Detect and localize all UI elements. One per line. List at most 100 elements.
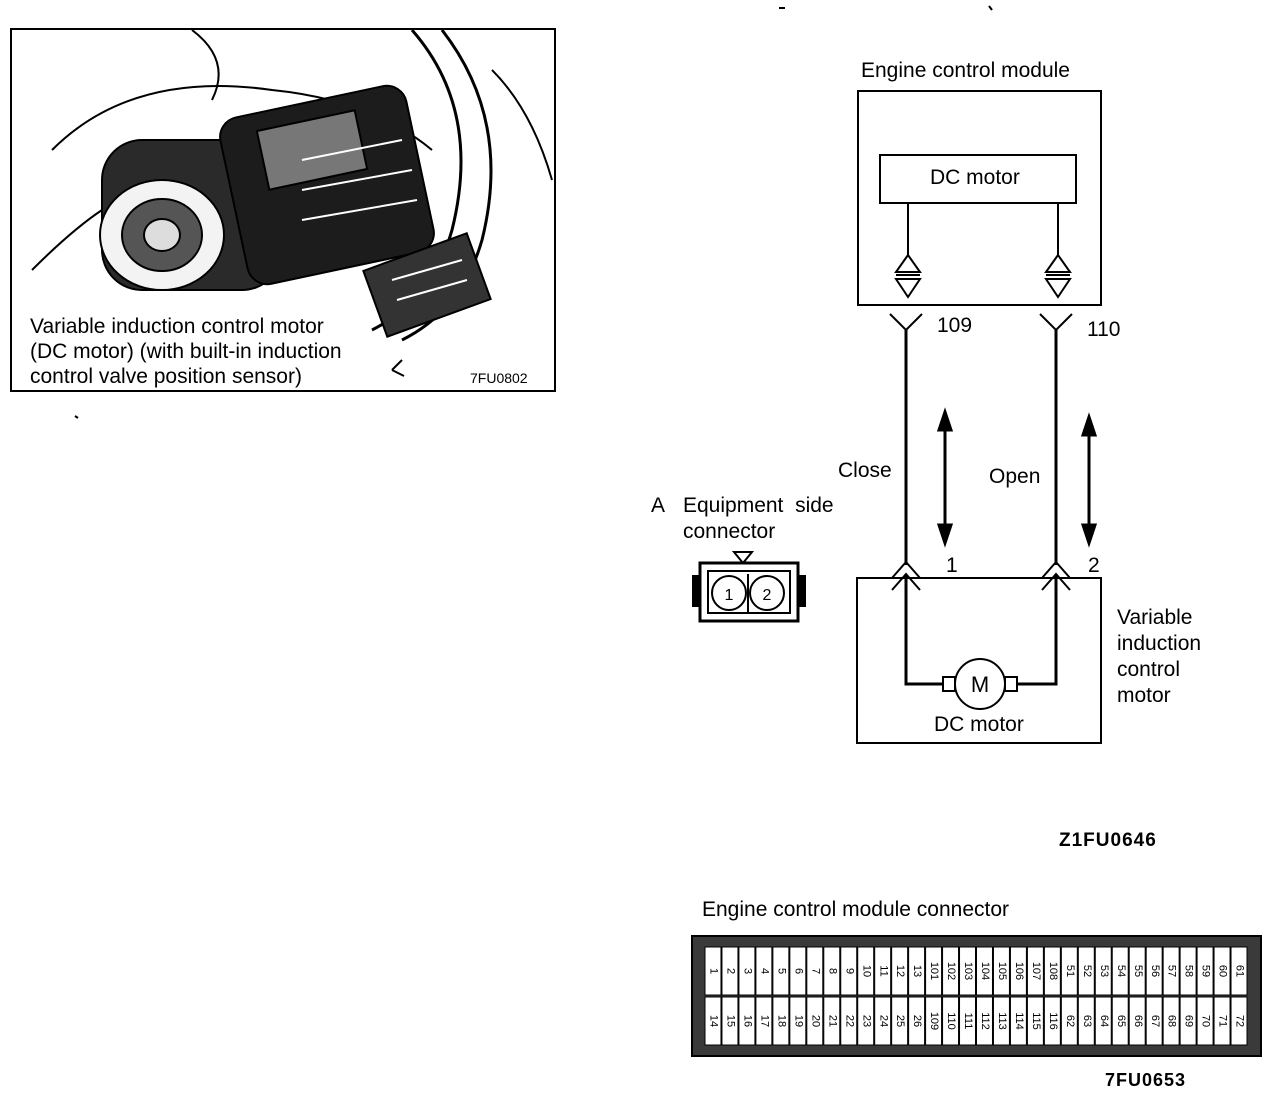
pin-cell — [992, 946, 1010, 996]
pin-label-25: 25 — [894, 1015, 906, 1027]
pin-cell — [1128, 946, 1146, 996]
pin-cell — [806, 996, 824, 1046]
pin-label-11: 11 — [877, 965, 889, 976]
pin-cell — [721, 996, 739, 1046]
pin-label-71: 71 — [1217, 1015, 1229, 1027]
pin-cell — [1060, 996, 1078, 1046]
pin-label-109: 109 — [928, 1012, 940, 1030]
pin-label-110: 110 — [945, 1012, 957, 1030]
pin-label-107: 107 — [1030, 962, 1042, 980]
pin-label-72: 72 — [1234, 1015, 1246, 1027]
pin-cell — [857, 946, 875, 996]
equipment-connector-title-2: connector — [683, 520, 776, 543]
vic-motor-box — [856, 577, 1102, 744]
pin-label-10: 10 — [860, 965, 872, 977]
pin-label-8: 8 — [826, 968, 838, 974]
pin-label-66: 66 — [1132, 1015, 1144, 1027]
pin-label-52: 52 — [1081, 965, 1093, 977]
pin-cell — [704, 946, 722, 996]
pin-label-64: 64 — [1098, 1015, 1110, 1027]
pin-label-17: 17 — [758, 1015, 770, 1027]
pin-label-63: 63 — [1081, 1015, 1093, 1027]
pin-label-54: 54 — [1115, 965, 1127, 977]
pin-label-113: 113 — [996, 1012, 1008, 1030]
equipment-connector-letter: A — [651, 494, 666, 517]
equipment-connector-pin2: 2 — [763, 587, 772, 604]
pin-cell — [738, 946, 756, 996]
pin-label-114: 114 — [1013, 1012, 1025, 1030]
open-direction-arrow — [1080, 412, 1098, 548]
pin-cell — [925, 946, 943, 996]
pin-label-22: 22 — [843, 1015, 855, 1027]
pin-label-103: 103 — [962, 962, 974, 980]
pin-label-24: 24 — [877, 1015, 889, 1027]
pin-cell — [925, 996, 943, 1046]
pin-label-106: 106 — [1013, 962, 1025, 980]
pin-label-57: 57 — [1166, 965, 1178, 977]
pin-cell — [1043, 996, 1061, 1046]
pin-label-68: 68 — [1166, 1015, 1178, 1027]
pin-label-53: 53 — [1098, 965, 1110, 977]
pin-cell — [1111, 996, 1129, 1046]
pin-label-9: 9 — [843, 968, 855, 974]
pin-label-18: 18 — [775, 1015, 787, 1027]
close-direction-arrow — [936, 407, 954, 548]
pin-cell — [823, 946, 841, 996]
pin-label-55: 55 — [1132, 965, 1144, 977]
pin-cell — [874, 996, 892, 1046]
pin-label-1: 1 — [708, 968, 720, 974]
pin-cell — [1026, 946, 1044, 996]
pin-cell — [1043, 946, 1061, 996]
pin-cell — [1060, 946, 1078, 996]
pin-cell — [908, 996, 926, 1046]
pin-label-19: 19 — [792, 1015, 804, 1027]
pin-cell — [1145, 946, 1163, 996]
pin-cell — [1111, 946, 1129, 996]
ecm-output-symbol-left — [894, 253, 922, 299]
pin-cell — [1179, 996, 1197, 1046]
open-label: Open — [989, 465, 1041, 488]
pin-label-5: 5 — [775, 968, 787, 974]
pin-label-116: 116 — [1047, 1012, 1059, 1030]
pin-cell — [704, 996, 722, 1046]
pin-cell — [772, 996, 790, 1046]
motor-pin1-label: 1 — [946, 554, 958, 577]
photo-caption: Variable induction control motor (DC mot… — [30, 315, 342, 388]
pin-cell — [1077, 946, 1095, 996]
motor-pin2-label: 2 — [1088, 554, 1100, 577]
motor-illustration — [31, 30, 553, 377]
pin-cell — [789, 996, 807, 1046]
pin-cell — [959, 946, 976, 996]
pin-cell — [1230, 946, 1248, 996]
equipment-connector-drawing: 1 2 — [692, 551, 806, 623]
photo-figure-code: 7FU0802 — [470, 370, 528, 386]
pin-label-56: 56 — [1149, 965, 1161, 977]
pin-cell — [840, 946, 858, 996]
pin-label-65: 65 — [1115, 1015, 1127, 1027]
pin-label-20: 20 — [809, 1015, 821, 1027]
pin-label-16: 16 — [742, 1015, 754, 1027]
pin-cell — [1213, 996, 1231, 1046]
component-photo-panel — [10, 28, 556, 392]
pin-cell — [755, 996, 773, 1046]
pin-110-label: 110 — [1087, 318, 1121, 341]
ecm-title: Engine control module — [861, 59, 1070, 82]
pin-cell — [823, 996, 841, 1046]
ecm-output-symbol-right — [1044, 253, 1072, 299]
pin-label-115: 115 — [1030, 1012, 1042, 1030]
pin-label-51: 51 — [1064, 965, 1076, 977]
schematic-figure-code: Z1FU0646 — [1059, 830, 1157, 851]
pin-cell — [976, 996, 993, 1046]
pin-label-70: 70 — [1200, 1015, 1212, 1027]
pin-cell — [976, 946, 993, 996]
pin-cell — [874, 946, 892, 996]
pin-cell — [1196, 946, 1214, 996]
pin-cell — [942, 996, 960, 1046]
pin-cell — [1196, 996, 1214, 1046]
pin-cell — [1077, 996, 1095, 1046]
pin-cell — [1026, 996, 1044, 1046]
pin-cell — [891, 996, 909, 1046]
pin-109-terminal — [889, 313, 923, 332]
